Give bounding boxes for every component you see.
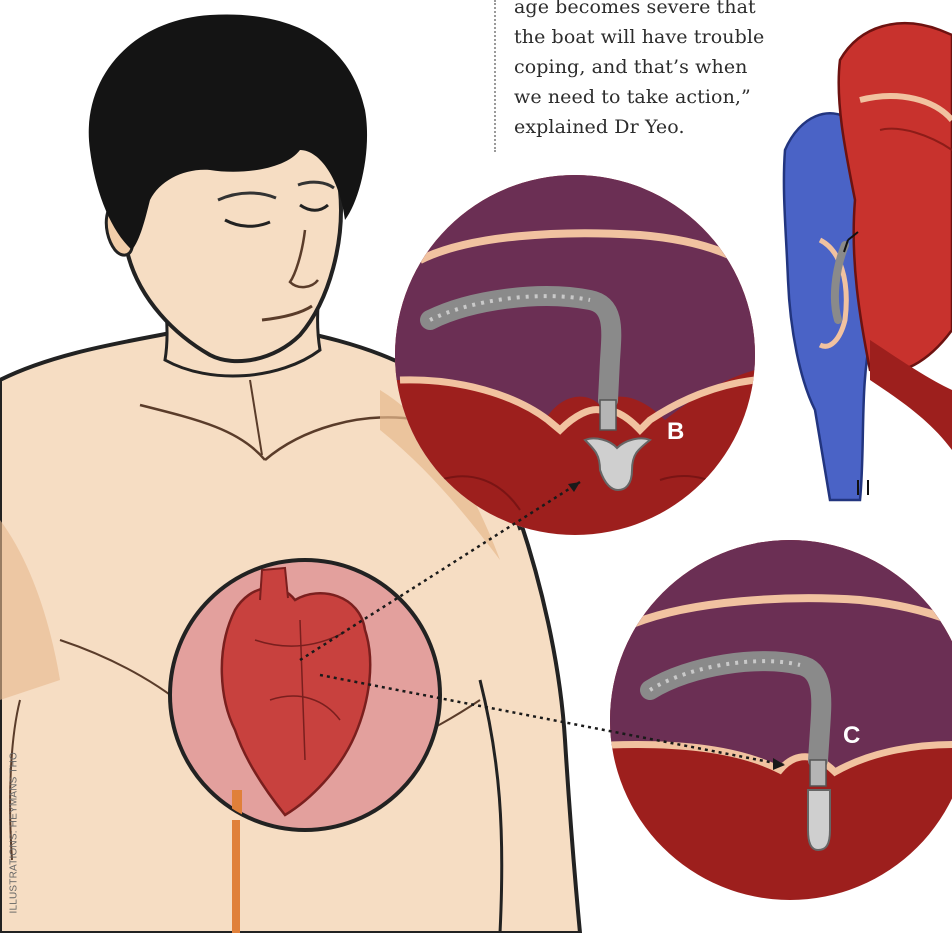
head (89, 14, 367, 361)
detail-circle-c (610, 540, 952, 900)
heart-detail (784, 23, 952, 500)
quote-line: explained Dr Yeo. (514, 112, 734, 142)
chest-heart-view (170, 560, 440, 830)
detail-circle-b (395, 175, 755, 535)
quote-line: age becomes severe that (514, 0, 734, 22)
article-quote: age becomes severe that the boat will ha… (494, 0, 734, 152)
label-b: B (667, 418, 684, 446)
illustration-credit: ILLUSTRATIONS: HEYMANS THO (9, 774, 20, 914)
clip-device-c (808, 790, 830, 850)
quote-line: coping, and that’s when (514, 52, 734, 82)
quote-line: the boat will have trouble (514, 22, 734, 52)
quote-line: we need to take action,” (514, 82, 734, 112)
label-c: C (843, 722, 860, 750)
